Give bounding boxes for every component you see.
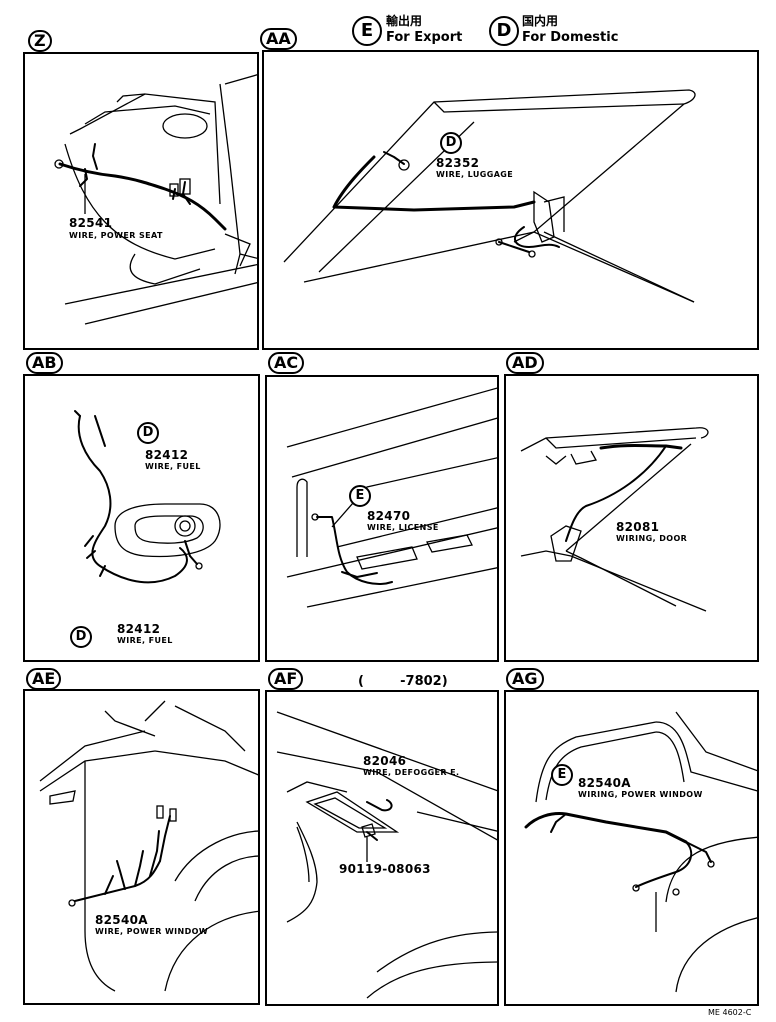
panel-z: 82541 WIRE, POWER SEAT bbox=[23, 52, 259, 350]
export-marker: E bbox=[352, 16, 382, 46]
domestic-label-jp: 国内用 bbox=[522, 14, 559, 28]
panel-af-drawing bbox=[276, 711, 497, 999]
panel-badge-z: Z bbox=[28, 30, 52, 52]
panel-ac: E 82470 WIRE, LICENSE bbox=[265, 375, 499, 662]
domestic-label-en: For Domestic bbox=[522, 30, 619, 45]
panel-badge-af: AF bbox=[268, 668, 304, 690]
panel-aa: D 82352 WIRE, LUGGAGE bbox=[262, 50, 759, 350]
panel-ab-drawing bbox=[74, 410, 221, 584]
export-label-en: For Export bbox=[386, 30, 463, 45]
drawing-code: ME 4602-C bbox=[708, 1008, 752, 1017]
panel-ad-drawing bbox=[520, 427, 709, 612]
ab-part-number-2: 82412 bbox=[117, 622, 161, 636]
aa-domestic-marker: D bbox=[440, 132, 462, 154]
ab-domestic-marker-2: D bbox=[70, 626, 92, 648]
panel-badge-aa: AA bbox=[260, 28, 297, 50]
panel-ae: 82540A WIRE, POWER WINDOW bbox=[23, 689, 260, 1005]
ad-part-desc: WIRING, DOOR bbox=[616, 534, 688, 543]
panel-badge-ad: AD bbox=[506, 352, 544, 374]
ad-part-number: 82081 bbox=[616, 520, 660, 534]
panel-badge-ab: AB bbox=[26, 352, 63, 374]
panel-ae-drawing bbox=[39, 700, 258, 992]
domestic-marker: D bbox=[489, 16, 519, 46]
panel-ad: 82081 WIRING, DOOR bbox=[504, 374, 759, 662]
af-serial-note: ( -7802) bbox=[358, 674, 448, 689]
panel-af: 82046 WIRE, DEFOGGER E. 90119-08063 bbox=[265, 690, 499, 1006]
af-part-number-1: 82046 bbox=[363, 754, 407, 768]
aa-part-desc: WIRE, LUGGAGE bbox=[436, 170, 514, 179]
panel-aa-drawing bbox=[283, 89, 696, 303]
panel-ab: D 82412 WIRE, FUEL D 82412 WIRE, FUEL bbox=[23, 374, 260, 662]
z-part-number: 82541 bbox=[69, 216, 113, 230]
ag-part-desc: WIRING, POWER WINDOW bbox=[578, 790, 703, 799]
ab-part-number-1: 82412 bbox=[145, 448, 189, 462]
ab-domestic-marker-1: D bbox=[137, 422, 159, 444]
ab-part-desc-2: WIRE, FUEL bbox=[117, 636, 173, 645]
export-label-jp: 輸出用 bbox=[386, 14, 423, 28]
panel-badge-ac: AC bbox=[268, 352, 305, 374]
z-part-desc: WIRE, POWER SEAT bbox=[69, 231, 163, 240]
ab-part-desc-1: WIRE, FUEL bbox=[145, 462, 201, 471]
panel-ag: E 82540A WIRING, POWER WINDOW bbox=[504, 690, 759, 1006]
ag-part-number: 82540A bbox=[578, 776, 631, 790]
ac-export-marker: E bbox=[349, 485, 371, 507]
af-part-desc-1: WIRE, DEFOGGER E. bbox=[363, 768, 460, 777]
aa-part-number: 82352 bbox=[436, 156, 480, 170]
ag-export-marker: E bbox=[551, 764, 573, 786]
panel-badge-ae: AE bbox=[26, 668, 62, 690]
ae-part-desc: WIRE, POWER WINDOW bbox=[95, 927, 209, 936]
panel-badge-ag: AG bbox=[506, 668, 544, 690]
panel-ag-drawing bbox=[524, 711, 757, 993]
af-part-number-2: 90119-08063 bbox=[339, 862, 431, 876]
ae-part-number: 82540A bbox=[95, 913, 148, 927]
ac-part-number: 82470 bbox=[367, 509, 411, 523]
panel-z-drawing bbox=[54, 74, 257, 325]
ac-part-desc: WIRE, LICENSE bbox=[367, 523, 439, 532]
